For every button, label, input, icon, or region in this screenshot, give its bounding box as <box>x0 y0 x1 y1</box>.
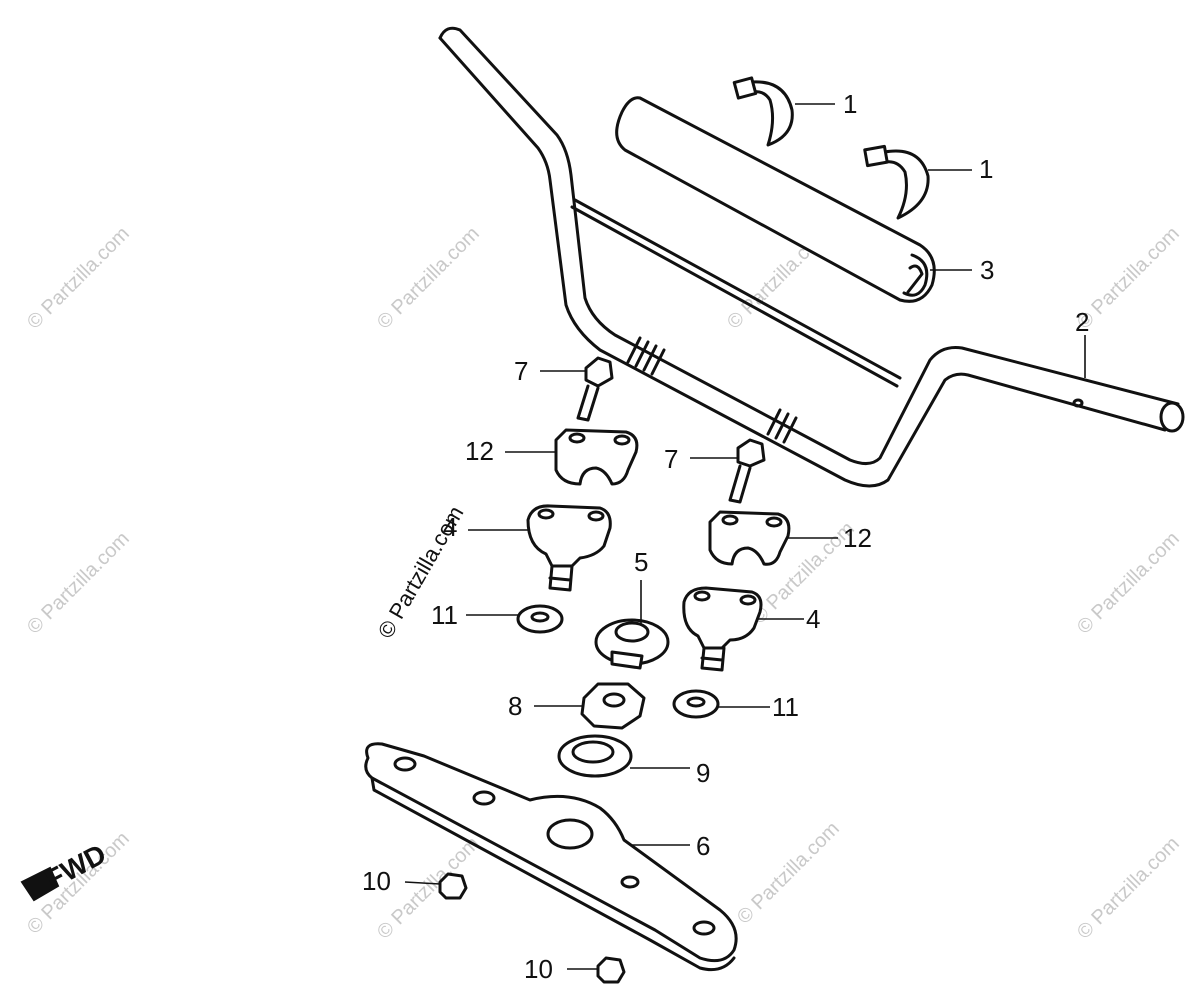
callout-9-washer: 9 <box>696 758 710 788</box>
watermark: © Partzilla.com <box>1073 833 1184 944</box>
handlebar-plate <box>364 742 738 972</box>
bolt-left <box>576 356 614 422</box>
callout-4-right-holder: 4 <box>806 604 820 634</box>
bar-pad <box>615 96 936 303</box>
callout-8-nut: 8 <box>508 691 522 721</box>
callout-3-bar-pad: 3 <box>980 255 994 285</box>
callout-10-upper-nut: 10 <box>362 866 391 896</box>
flange-nut-lower <box>596 956 626 984</box>
washer <box>557 734 633 778</box>
pad-strap-upper <box>732 76 794 147</box>
forward-arrow-icon <box>20 866 60 902</box>
callout-11-left-washer: 11 <box>431 600 458 630</box>
leader-lines <box>404 103 1086 970</box>
washer-left <box>516 604 564 634</box>
lower-holder-right <box>682 586 763 672</box>
callout-12-right-holder: 12 <box>843 523 872 553</box>
watermark: © Partzilla.com <box>733 818 844 929</box>
watermark: © Partzilla.com <box>23 223 134 334</box>
watermark: © Partzilla.com <box>1073 528 1184 639</box>
callout-6-plate: 6 <box>696 831 710 861</box>
callout-10-lower-nut: 10 <box>524 954 553 984</box>
callout-4-left-holder: 4 <box>443 512 457 542</box>
callout-labels: 1 1 3 2 7 12 7 4 12 5 11 4 8 11 9 6 10 1… <box>362 89 1089 984</box>
callout-5-cushion: 5 <box>634 547 648 577</box>
nut <box>580 682 646 730</box>
lower-holder-left <box>526 504 612 592</box>
cushion-rubber <box>594 618 670 670</box>
watermark: © Partzilla.com <box>1073 223 1184 334</box>
callout-1-upper-strap: 1 <box>843 89 857 119</box>
callout-1-lower-strap: 1 <box>979 154 993 184</box>
callout-2-handlebar: 2 <box>1075 307 1089 337</box>
watermark: © Partzilla.com <box>373 223 484 334</box>
washer-right <box>672 689 720 719</box>
callout-12-left-holder: 12 <box>465 436 494 466</box>
callout-7-right-bolt: 7 <box>664 444 678 474</box>
callout-7-left-bolt: 7 <box>514 356 528 386</box>
bolt-right <box>728 438 766 504</box>
callout-11-right-washer: 11 <box>772 692 799 722</box>
watermark: © Partzilla.com <box>23 528 134 639</box>
handlebar <box>438 26 1185 488</box>
upper-holder-right <box>708 510 791 566</box>
upper-holder-left <box>554 428 639 486</box>
pad-strap-lower <box>863 144 930 220</box>
flange-nut-upper <box>438 872 468 900</box>
